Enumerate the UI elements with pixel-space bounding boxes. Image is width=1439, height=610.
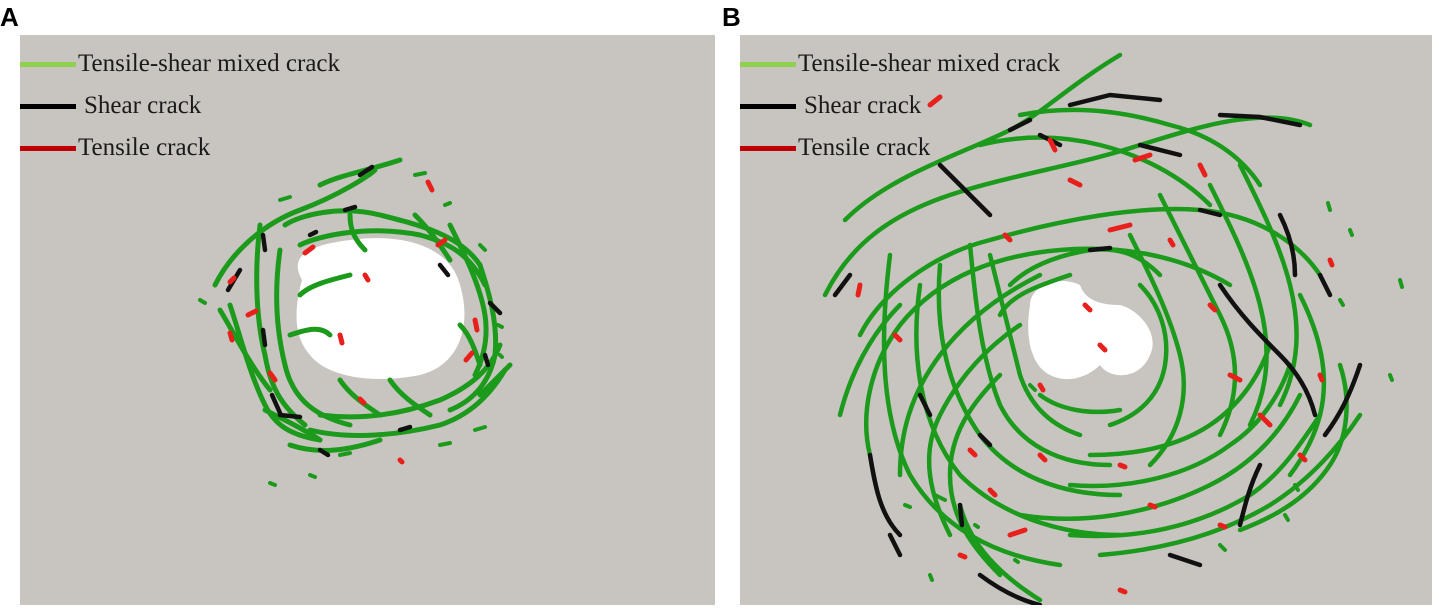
legend-item-mixed-crack: Tensile-shear mixed crack <box>20 43 340 85</box>
tensile-crack-swatch-icon <box>740 145 796 151</box>
crack-map-b <box>822 52 1404 605</box>
legend-b: Tensile-shear mixed crack Shear crack Te… <box>740 43 1060 169</box>
legend-label: Tensile crack <box>798 134 931 161</box>
mixed-crack-swatch-icon <box>20 61 76 67</box>
panel-a-label: A <box>0 2 19 32</box>
panel-a: Tensile-shear mixed crack Shear crack Te… <box>20 35 715 605</box>
crack-map-a <box>198 157 513 487</box>
legend-label: Shear crack <box>804 92 922 119</box>
legend-item-tensile-crack: Tensile crack <box>20 127 340 169</box>
legend-a: Tensile-shear mixed crack Shear crack Te… <box>20 43 340 169</box>
legend-label: Shear crack <box>84 92 202 119</box>
legend-item-shear-crack: Shear crack <box>740 85 1060 127</box>
legend-item-tensile-crack: Tensile crack <box>740 127 1060 169</box>
legend-item-shear-crack: Shear crack <box>20 85 340 127</box>
legend-label: Tensile-shear mixed crack <box>78 50 341 77</box>
legend-item-mixed-crack: Tensile-shear mixed crack <box>740 43 1060 85</box>
legend-label: Tensile-shear mixed crack <box>798 50 1061 77</box>
mixed-crack-swatch-icon <box>740 61 796 67</box>
legend-label: Tensile crack <box>78 134 211 161</box>
panel-b: Tensile-shear mixed crack Shear crack Te… <box>740 35 1432 605</box>
panel-b-label: B <box>722 2 741 32</box>
shear-crack-swatch-icon <box>740 103 796 109</box>
shear-crack-swatch-icon <box>20 103 76 109</box>
tensile-crack-swatch-icon <box>20 145 76 151</box>
